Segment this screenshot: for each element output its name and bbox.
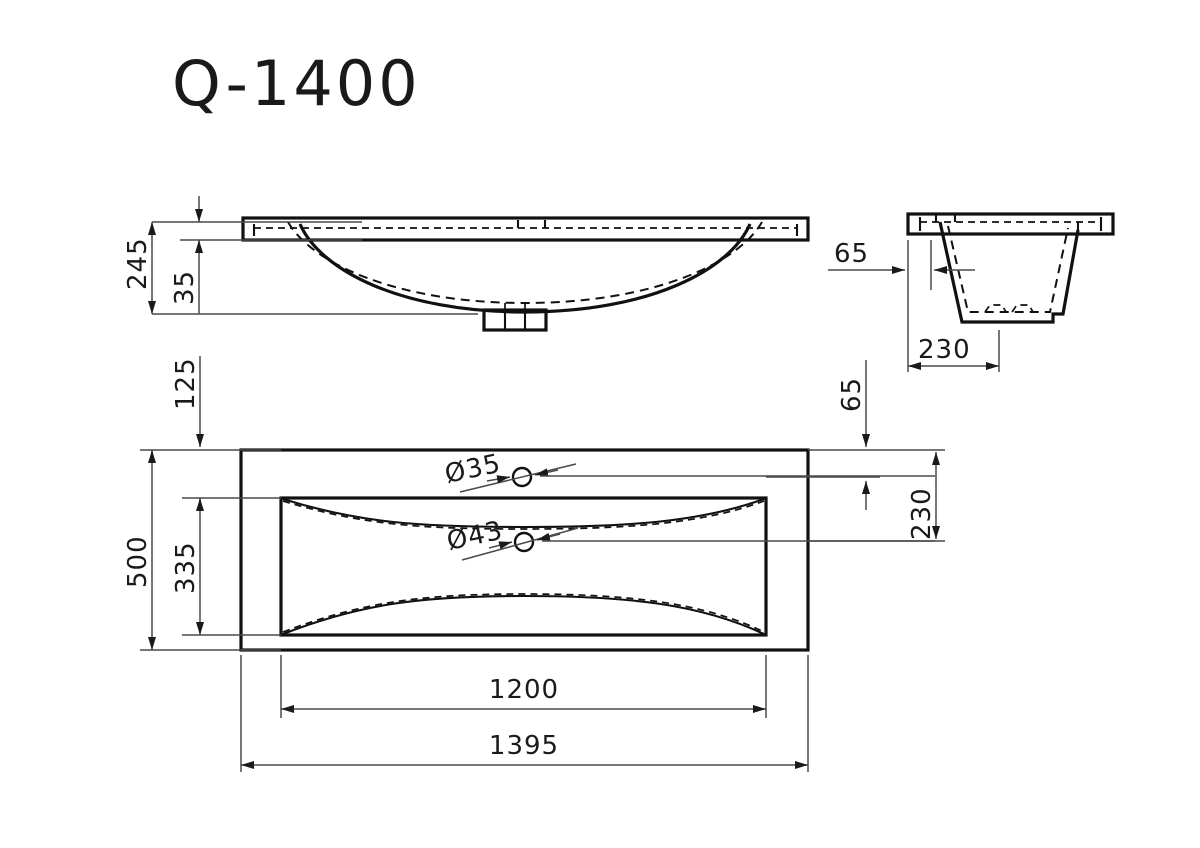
elevation-basin-outer-curve [298,223,752,314]
elevation-basin-inner-curve [287,221,763,305]
page-title: Q-1400 [172,47,421,120]
plan-inner-bowl [279,496,768,637]
dimension-label-230-side: 230 [918,335,971,365]
dimension-label-1395: 1395 [489,731,559,761]
dimension-group-plan-right: 65 230 [766,360,945,542]
dimension-label-125: 125 [171,357,201,410]
elevation-rim-tap-marks [516,220,547,228]
front-elevation-view [152,216,810,332]
dimension-label-1200: 1200 [489,675,559,705]
side-bowl-outer [938,221,1080,324]
side-rim-notches [934,214,1080,234]
tap-hole-arrow-left [486,475,511,484]
callout-group: Ø35 Ø43 [442,449,935,561]
side-rim-ends [918,217,1103,231]
elevation-drain-box [482,308,548,332]
side-rim-bar [906,212,1115,236]
waste-hole-slash-leader [461,527,579,561]
plan-bottom-curve-solid [282,594,765,635]
dimension-label-65-side: 65 [834,239,869,269]
dimension-label-245: 245 [123,237,153,290]
side-bowl-bottom-notch-right [1011,304,1034,313]
dimension-group-elevation: 245 35 [123,196,203,314]
side-bowl-inner [947,225,1069,313]
dimension-label-335: 335 [171,541,201,594]
plan-view [239,448,810,652]
plan-outer-rim [239,448,810,652]
waste-hole-arrow-right [536,532,561,541]
dimension-label-35: 35 [170,270,200,305]
waste-hole-arrow-left [488,541,513,550]
tap-hole-arrow-right [534,468,559,477]
elevation-rim-bar [241,216,810,242]
dimension-group-plan-left: 125 500 335 [123,356,281,651]
dimension-label-230-plan: 230 [907,487,937,540]
dimension-label-500: 500 [123,535,153,588]
side-bowl-bottom-notch-left [984,304,1007,313]
dimension-group-plan-bottom: 1200 1395 [240,655,809,772]
side-section-view [906,212,1115,372]
plan-top-curve-solid [282,497,765,529]
elevation-drain-box-dividers [503,310,527,330]
elevation-rim-ends [252,224,799,236]
plan-top-curve-dashed [282,500,765,530]
dimension-group-side: 65 230 [828,239,999,370]
dimension-label-65-plan: 65 [837,377,867,412]
plan-bottom-curve-dashed [282,593,765,633]
tap-hole-slash-leader [459,463,577,493]
elevation-drain-hidden [504,303,526,312]
waste-hole-circle [513,531,535,553]
